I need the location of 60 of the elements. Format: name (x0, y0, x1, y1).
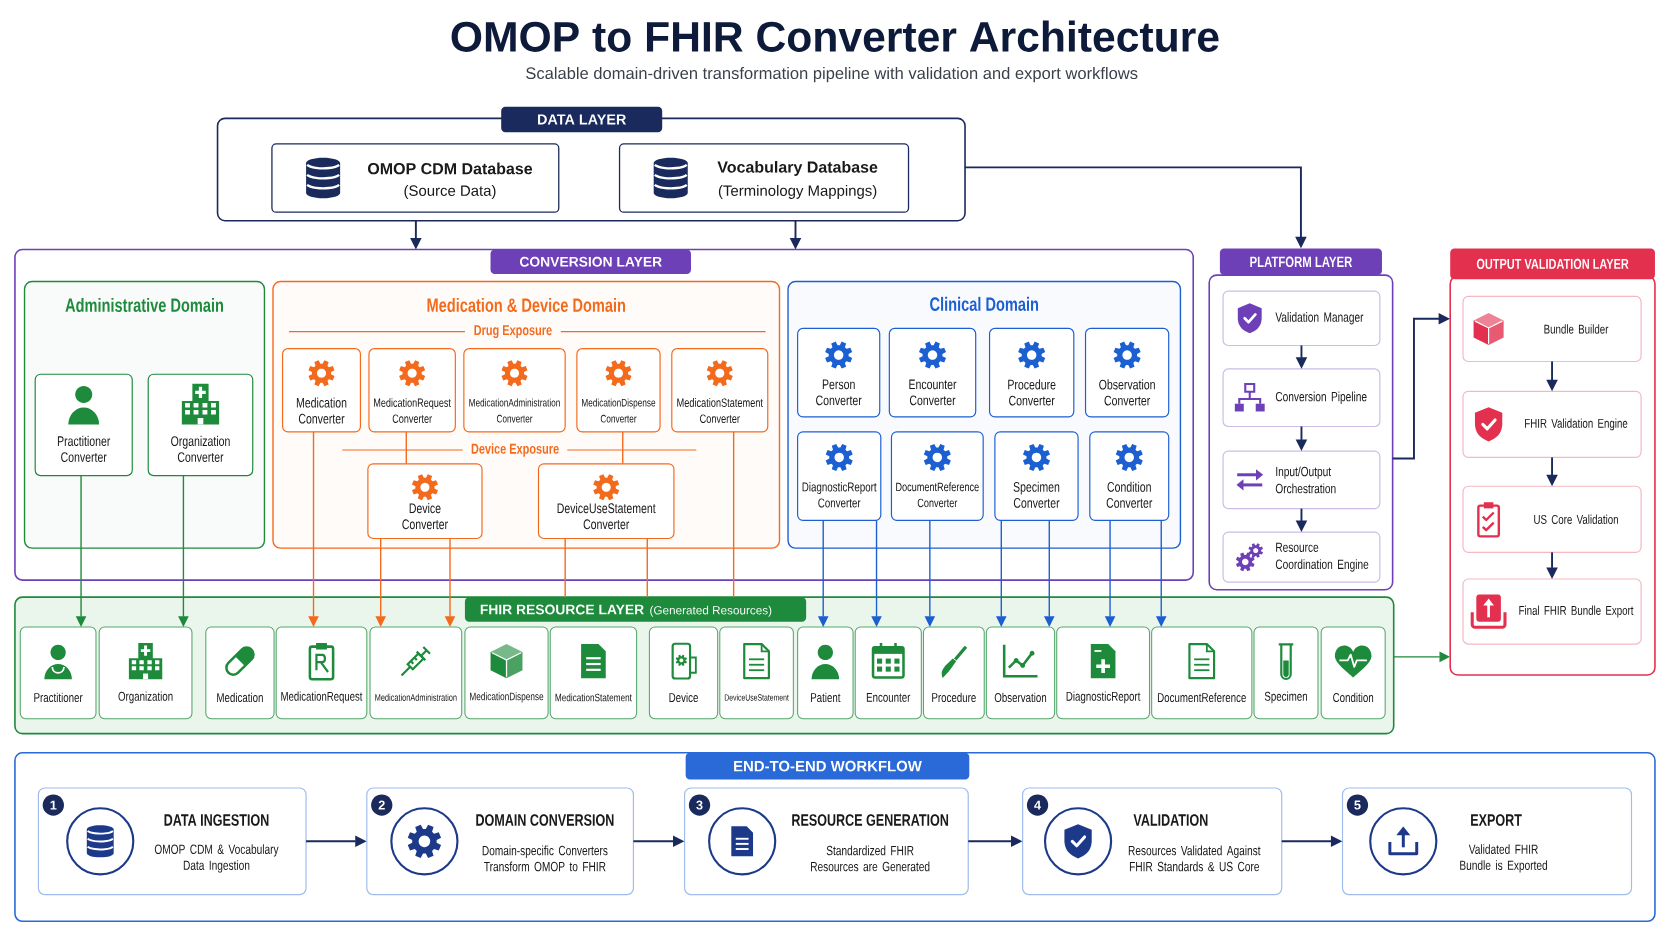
converter-box: MedicationStatement Converter (671, 347, 769, 433)
number-badge: 4 (1026, 794, 1049, 816)
resource-card: Procedure (922, 626, 985, 719)
resource-card: Medication (205, 626, 275, 719)
resource-card: DeviceUseStatement (719, 626, 794, 719)
converter-box: MedicationRequest Converter (368, 347, 456, 433)
resource-card: Observation (985, 626, 1056, 719)
number-badge: 2 (371, 794, 393, 816)
component-box: US Core Validation (1462, 485, 1642, 553)
converter-box: Practitioner Converter (34, 373, 133, 476)
title: OMOP to FHIR Converter Architecture (451, 20, 1219, 52)
converter-box: DocumentReference Converter (890, 431, 984, 521)
resource-card: MedicationStatement (549, 626, 638, 719)
heading-tab: FHIR RESOURCE LAYER (Generated Resources) (464, 596, 807, 622)
section-heading: Drug Exposure (474, 324, 552, 338)
converter-box: MedicationAdministration Converter (463, 347, 566, 433)
converter-box: DeviceUseStatement Converter (537, 463, 675, 539)
component-box: Conversion Pipeline (1222, 368, 1381, 427)
heading-tab: CONVERSION LAYER (490, 249, 691, 274)
connector-line (646, 537, 648, 598)
connector-line (405, 430, 407, 465)
connector-line (564, 537, 566, 598)
resource-card: MedicationRequest (275, 626, 368, 719)
converter-box: Condition Converter (1089, 431, 1170, 521)
number-badge: 3 (688, 794, 711, 816)
converter-box: Person Converter (797, 327, 881, 418)
resource-card: Patient (797, 626, 854, 719)
component-box: Resource Coordination Engine (1222, 531, 1381, 583)
heading-tab: OUTPUT VALIDATION LAYER (1450, 248, 1655, 280)
heading-tab: END-TO-END WORKFLOW (685, 752, 970, 780)
converter-box: Procedure Converter (988, 327, 1075, 418)
converter-box: Device Converter (367, 463, 483, 539)
connector-line (622, 430, 624, 465)
converter-box: Specimen Converter (994, 431, 1079, 521)
resource-card: MedicationAdministration (369, 626, 463, 719)
converter-box: Observation Converter (1084, 327, 1170, 418)
component-box: FHIR Validation Engine (1462, 390, 1642, 458)
resource-card: Device (648, 626, 719, 719)
heading-tab: DATA LAYER (501, 106, 663, 132)
component-box: Input/Output Orchestration (1222, 450, 1381, 509)
resource-card: DocumentReference (1151, 626, 1253, 719)
component-box: Validation Manager (1222, 290, 1381, 346)
resource-card: Specimen (1253, 626, 1319, 719)
resource-card: DiagnosticReport (1056, 626, 1151, 719)
resource-card: Encounter (854, 626, 922, 719)
component-box: Final FHIR Bundle Export (1462, 578, 1642, 645)
number-badge: 5 (1346, 794, 1369, 816)
converter-box: DiagnosticReport Converter (797, 431, 882, 521)
section-heading: Device Exposure (471, 443, 559, 457)
component-box: Bundle Builder (1462, 295, 1642, 362)
database-box: OMOP CDM Database (Source Data) (271, 143, 560, 213)
connector-line (732, 430, 735, 598)
converter-box: MedicationDispense Converter (576, 347, 661, 433)
converter-box: Encounter Converter (888, 327, 977, 418)
heading-tab: PLATFORM LAYER (1219, 248, 1382, 275)
number-badge: 1 (42, 794, 64, 816)
database-box: Vocabulary Database (Terminology Mappings) (618, 143, 910, 213)
resource-card: Practitioner (19, 626, 97, 719)
converter-box: Medication Converter (282, 347, 361, 433)
subtitle: Scalable domain-driven transformation pipeline with validation and export workflows (526, 66, 1138, 83)
